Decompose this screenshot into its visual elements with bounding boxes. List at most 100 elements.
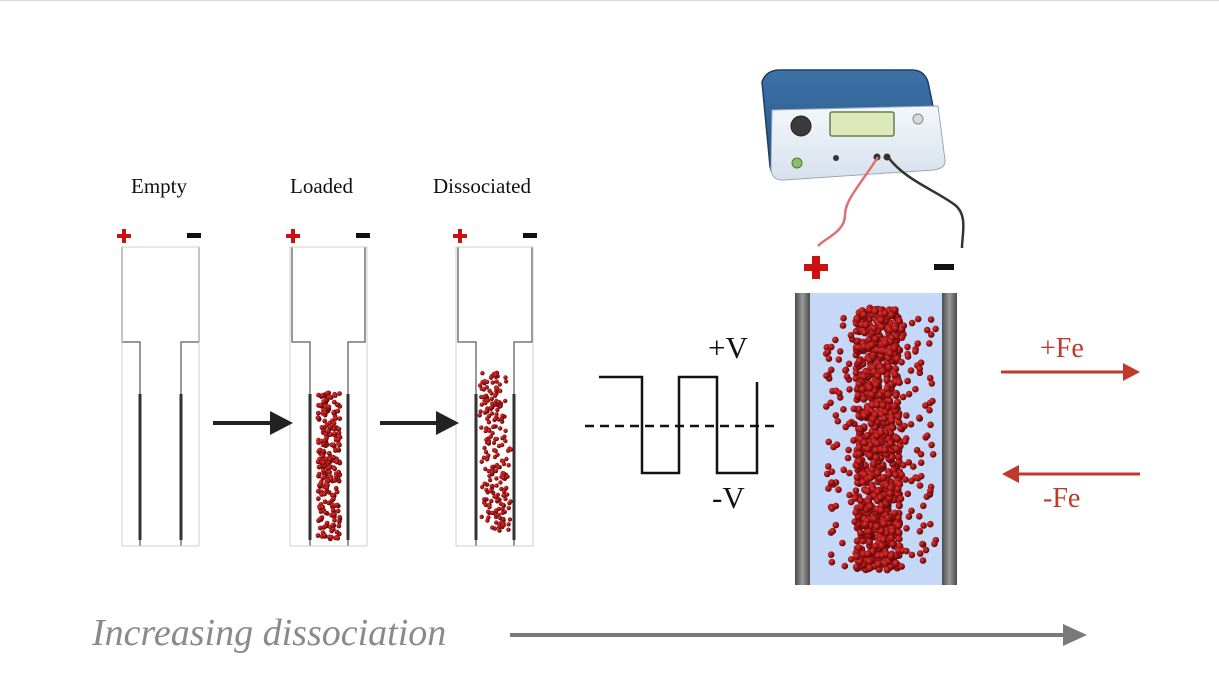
particle <box>825 355 833 363</box>
particle <box>506 527 511 532</box>
particle <box>916 528 924 535</box>
particle <box>488 375 494 380</box>
particle <box>483 466 488 472</box>
particle <box>503 398 508 404</box>
particle <box>895 522 903 530</box>
particle <box>852 369 860 377</box>
particle <box>316 471 322 477</box>
particle <box>916 482 924 489</box>
particle <box>917 450 925 458</box>
particle <box>498 388 503 394</box>
particle <box>494 372 499 378</box>
particle <box>490 431 495 436</box>
particle-cluster <box>477 370 514 533</box>
particle <box>827 551 835 558</box>
particle <box>326 450 332 456</box>
particle <box>318 482 323 487</box>
waveform-line <box>599 375 759 475</box>
particle <box>898 334 906 342</box>
particle <box>932 325 939 333</box>
particle <box>497 527 502 533</box>
particle <box>336 426 342 432</box>
minus-symbol <box>187 233 201 238</box>
particle <box>503 438 508 444</box>
particle <box>874 488 882 496</box>
particle <box>874 469 882 477</box>
arrow-loaded-to-dissociated <box>380 411 459 435</box>
particle <box>868 391 876 399</box>
particle <box>926 374 934 382</box>
particle <box>868 341 876 349</box>
particle <box>317 516 323 522</box>
particle <box>891 371 899 379</box>
particle <box>853 552 861 561</box>
particle <box>874 372 882 380</box>
particle <box>866 356 874 364</box>
particle <box>493 468 499 474</box>
positive-voltage-label: +V <box>708 330 748 365</box>
particle <box>855 450 863 458</box>
particle <box>927 487 934 495</box>
cuvette-dissociated <box>453 229 537 547</box>
particle <box>866 384 874 392</box>
particle <box>486 468 492 474</box>
particle <box>856 558 864 566</box>
particle <box>479 514 484 519</box>
particle <box>828 505 836 512</box>
particle <box>904 353 912 360</box>
particle <box>895 502 903 510</box>
particle <box>489 498 494 504</box>
particle <box>875 560 883 568</box>
particle <box>326 404 332 410</box>
particle <box>315 410 321 416</box>
particle <box>328 476 334 482</box>
particle <box>900 461 907 469</box>
particle <box>891 306 899 314</box>
particle <box>857 529 865 537</box>
particle <box>927 520 934 528</box>
particle <box>926 340 933 347</box>
particle <box>485 509 491 514</box>
particle <box>898 358 905 366</box>
particle <box>334 489 340 495</box>
particle <box>322 438 328 443</box>
particle <box>488 405 494 410</box>
particle <box>908 551 916 559</box>
particle <box>493 448 498 454</box>
cuvette-outline <box>289 246 368 547</box>
particle <box>489 391 494 396</box>
particle <box>887 534 895 542</box>
particle <box>326 428 331 434</box>
particle <box>855 457 863 466</box>
minus-symbol <box>523 233 537 238</box>
particle-cluster <box>822 304 940 574</box>
particle <box>880 415 888 423</box>
particle <box>892 559 900 567</box>
negative-plate <box>942 293 957 585</box>
particle <box>500 436 505 441</box>
particle <box>871 307 879 315</box>
particle <box>490 470 495 475</box>
particle <box>902 438 909 445</box>
particle <box>866 474 874 482</box>
particle <box>919 557 927 564</box>
particle <box>917 472 925 480</box>
cuvette-empty <box>117 229 201 547</box>
particle <box>870 460 878 468</box>
particle <box>501 502 506 508</box>
top-divider <box>0 0 1219 1</box>
particle <box>488 434 493 439</box>
particle <box>873 523 881 531</box>
particle <box>840 314 847 322</box>
particle <box>316 392 321 398</box>
particle <box>332 512 337 517</box>
particle <box>332 393 338 398</box>
particle <box>823 470 831 478</box>
particle <box>483 393 489 398</box>
particle <box>865 538 874 546</box>
particle <box>862 321 871 329</box>
particle <box>329 534 334 540</box>
particle <box>336 469 342 475</box>
particle <box>500 510 505 515</box>
particle <box>324 520 330 526</box>
